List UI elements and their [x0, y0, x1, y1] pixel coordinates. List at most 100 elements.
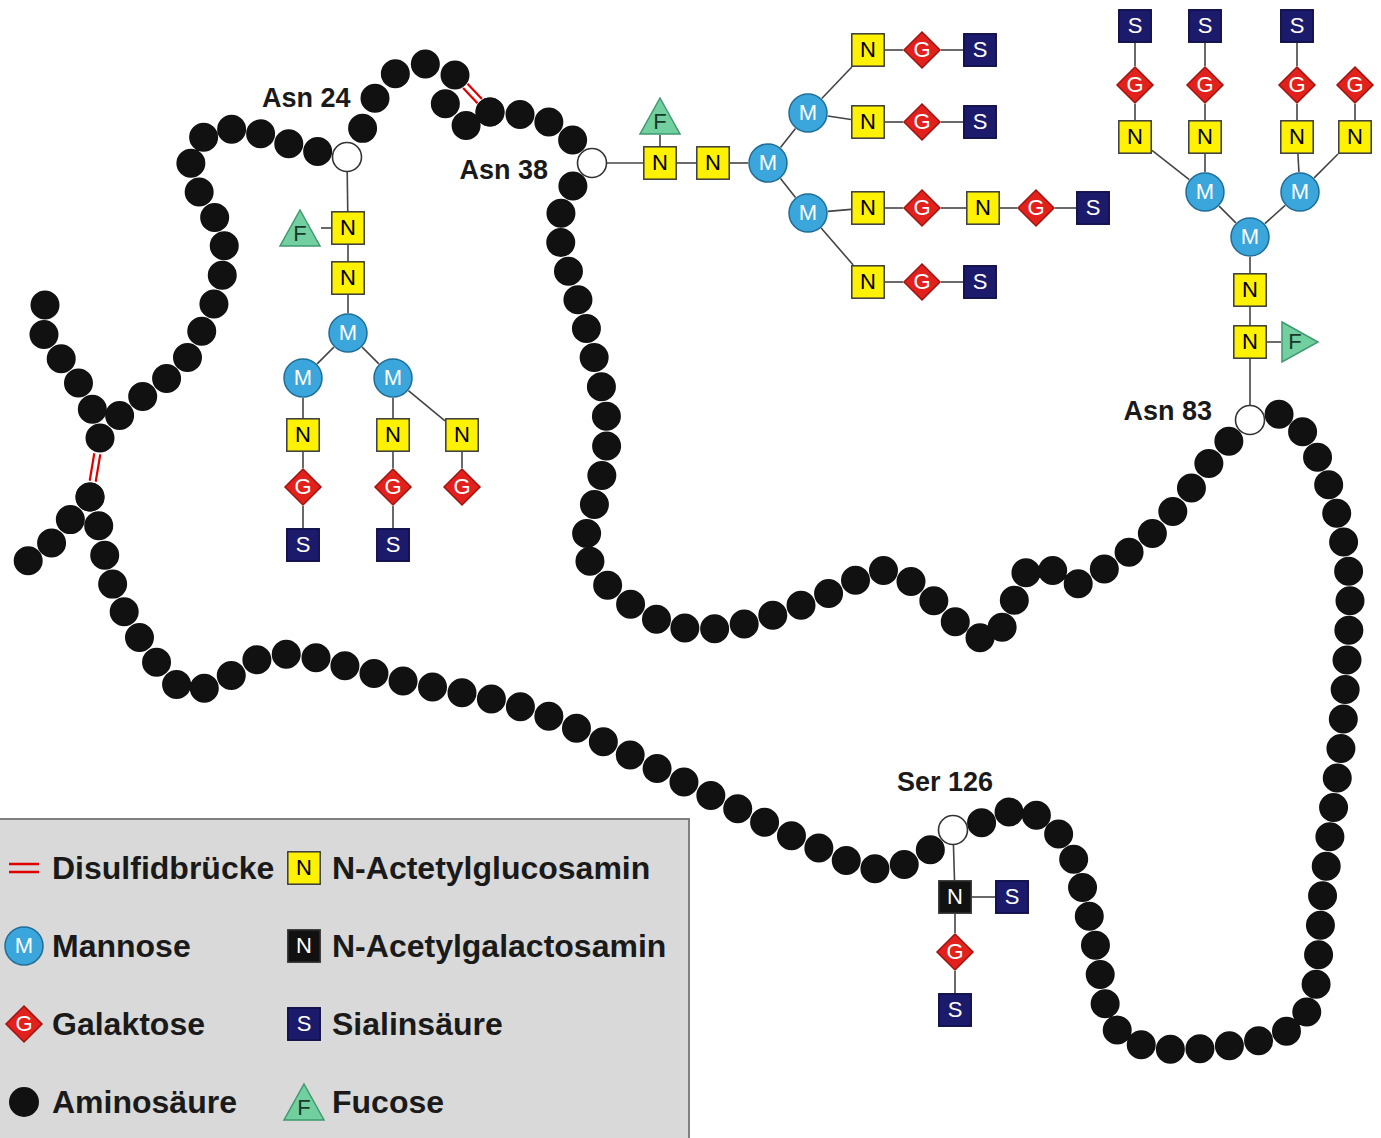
glycosidic-bond [1249, 257, 1251, 273]
sugar-letter: S [1086, 197, 1101, 219]
mannose-circle: M [1230, 217, 1270, 257]
legend-text: N-Actetylglucosamin [332, 852, 650, 884]
glycosidic-bond [821, 228, 853, 265]
legend-swatch [7, 856, 41, 880]
mannose-circle: M [283, 358, 323, 398]
sugar-letter: N [1289, 126, 1305, 148]
glycosylated-residue [1236, 406, 1265, 435]
sialic-acid-square: S [287, 1007, 321, 1041]
glycosidic-bond [1204, 154, 1206, 172]
sugar-letter: N [947, 886, 963, 908]
glycosylated-residue [939, 816, 968, 845]
sialic-acid-square: S [995, 880, 1029, 914]
legend-symbol-letter: F [297, 1097, 310, 1119]
glycosidic-bond [1055, 207, 1076, 209]
mannose-circle: M [4, 926, 44, 966]
legend-swatch [8, 1086, 40, 1118]
glcnac-square: N [445, 418, 479, 452]
glcnac-square: N [851, 105, 885, 139]
disulfide-bridge [96, 454, 101, 481]
glycosidic-bond [885, 281, 903, 283]
mannose-circle: M [1185, 172, 1225, 212]
fucose-triangle: F [639, 97, 681, 135]
sugar-letter: M [799, 102, 817, 124]
legend-symbol-letter: S [297, 1013, 312, 1035]
glycosidic-bond [302, 452, 304, 468]
galactose-diamond: G [903, 103, 941, 141]
sugar-letter: S [1128, 15, 1143, 37]
sugar-letter: N [860, 111, 876, 133]
sugar-letter: G [453, 476, 470, 498]
mannose-circle: M [748, 143, 788, 183]
galactose-diamond: G [936, 933, 974, 971]
sugar-letter: N [340, 267, 356, 289]
glycosidic-bond [1134, 43, 1136, 66]
glycosidic-bond [1354, 104, 1356, 120]
glycosidic-bond [885, 49, 903, 51]
sugar-letter: M [339, 322, 357, 344]
glycosidic-bond [392, 506, 394, 528]
sialic-acid-square: S [1118, 9, 1152, 43]
galactose-diamond: G [5, 1005, 43, 1043]
sialic-acid-square: S [286, 528, 320, 562]
sugar-letter: N [975, 197, 991, 219]
glcnac-square: N [331, 261, 365, 295]
residue-label: Asn 83 [1123, 398, 1212, 425]
glycosidic-bond [408, 391, 445, 421]
sugar-letter: S [973, 111, 988, 133]
mannose-circle: M [328, 313, 368, 353]
sugar-letter: N [1127, 126, 1143, 148]
disulfide-bridge [90, 453, 95, 480]
sugar-letter: N [860, 271, 876, 293]
sugar-letter: N [1242, 279, 1258, 301]
sugar-letter: S [948, 999, 963, 1021]
glycosidic-bond [392, 398, 394, 418]
sugar-letter: S [296, 534, 311, 556]
sugar-letter: G [913, 197, 930, 219]
sugar-letter: N [340, 217, 356, 239]
sugar-letter: G [913, 111, 930, 133]
sialic-acid-square: S [938, 993, 972, 1027]
sugar-letter: N [860, 197, 876, 219]
galactose-diamond: G [443, 468, 481, 506]
glycosidic-bond [730, 162, 748, 164]
legend-symbol-letter: N [296, 935, 312, 957]
sugar-letter: S [1290, 15, 1305, 37]
legend-symbol-letter: M [15, 935, 33, 957]
glycosidic-bond [1314, 154, 1338, 178]
sugar-letter: N [652, 152, 668, 174]
glcnac-square: N [851, 33, 885, 67]
sugar-letter: G [294, 476, 311, 498]
sugar-letter: S [1005, 886, 1020, 908]
glycosidic-bond [1204, 43, 1206, 66]
legend-symbol-letter: N [296, 857, 312, 879]
residue-label: Asn 38 [459, 157, 548, 184]
galactose-diamond: G [903, 263, 941, 301]
glycosidic-bond [1204, 104, 1206, 120]
glycosidic-bond [972, 896, 995, 898]
glycosidic-bond [1267, 341, 1281, 343]
glycosidic-bond [347, 295, 349, 313]
sugar-letter: N [1347, 126, 1363, 148]
sugar-letter: F [653, 111, 666, 133]
galnac-square: N [938, 880, 972, 914]
glycosidic-bond [677, 162, 696, 164]
amino-acid-chain [953, 414, 1350, 1050]
amino-acid-chain [558, 163, 1250, 642]
mannose-circle: M [1280, 172, 1320, 212]
glycosidic-bond [1296, 104, 1298, 120]
glycosidic-bond [392, 452, 394, 468]
galactose-diamond: G [1017, 189, 1055, 227]
fucose-triangle: F [1281, 321, 1319, 363]
sialic-acid-square: S [963, 265, 997, 299]
sugar-letter: G [913, 39, 930, 61]
legend-text: Disulfidbrücke [52, 852, 274, 884]
glycosidic-bond [461, 452, 463, 468]
fucose-triangle: F [279, 209, 321, 247]
legend-symbol-letter: G [15, 1013, 32, 1035]
mannose-circle: M [373, 358, 413, 398]
amino-acid-chain [100, 128, 347, 438]
glycosidic-bond [302, 506, 304, 528]
galactose-diamond: G [1336, 66, 1374, 104]
